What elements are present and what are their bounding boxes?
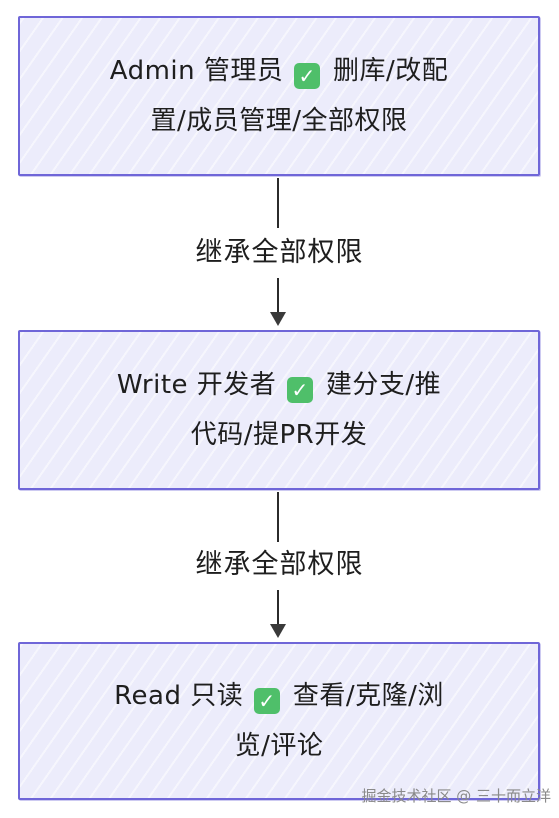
node-read-role: Read [114,681,182,711]
edge-admin-write-line-bottom [277,278,279,312]
edge-admin-write-line-top [277,178,279,228]
edge-admin-write-label: 继承全部权限 [195,237,364,268]
node-write-title: 开发者 [196,370,277,400]
node-write-perms-a: 建分支/推 [325,370,442,400]
node-admin-role: Admin [109,56,196,86]
node-admin: Admin 管理员 ✓ 删库/改配 置/成员管理/全部权限 [18,16,540,176]
arrow-down-icon [270,312,286,326]
arrow-down-icon [270,624,286,638]
edge-write-read-line-top [277,492,279,542]
node-admin-text: Admin 管理员 ✓ 删库/改配 置/成员管理/全部权限 [79,46,479,146]
node-read-perms-b: 览/评论 [234,731,324,761]
watermark: 掘金技术社区 @ 三十而立洋 [361,787,551,805]
check-icon: ✓ [254,688,281,714]
check-icon: ✓ [287,377,314,403]
edge-write-read-line-bottom [277,590,279,624]
node-write-role: Write [116,370,189,400]
node-read-text: Read 只读 ✓ 查看/克隆/浏 览/评论 [79,671,479,771]
node-write-text: Write 开发者 ✓ 建分支/推 代码/提PR开发 [79,360,479,460]
node-write: Write 开发者 ✓ 建分支/推 代码/提PR开发 [18,330,540,490]
node-admin-perms-b: 置/成员管理/全部权限 [150,106,408,136]
node-admin-perms-a: 删库/改配 [332,56,449,86]
edge-write-read-label: 继承全部权限 [195,549,364,580]
node-admin-title: 管理员 [203,56,284,86]
node-read-perms-a: 查看/克隆/浏 [292,681,444,711]
check-icon: ✓ [294,63,321,89]
node-read-title: 只读 [190,681,244,711]
node-read: Read 只读 ✓ 查看/克隆/浏 览/评论 [18,642,540,800]
node-write-perms-b: 代码/提PR开发 [190,420,368,450]
